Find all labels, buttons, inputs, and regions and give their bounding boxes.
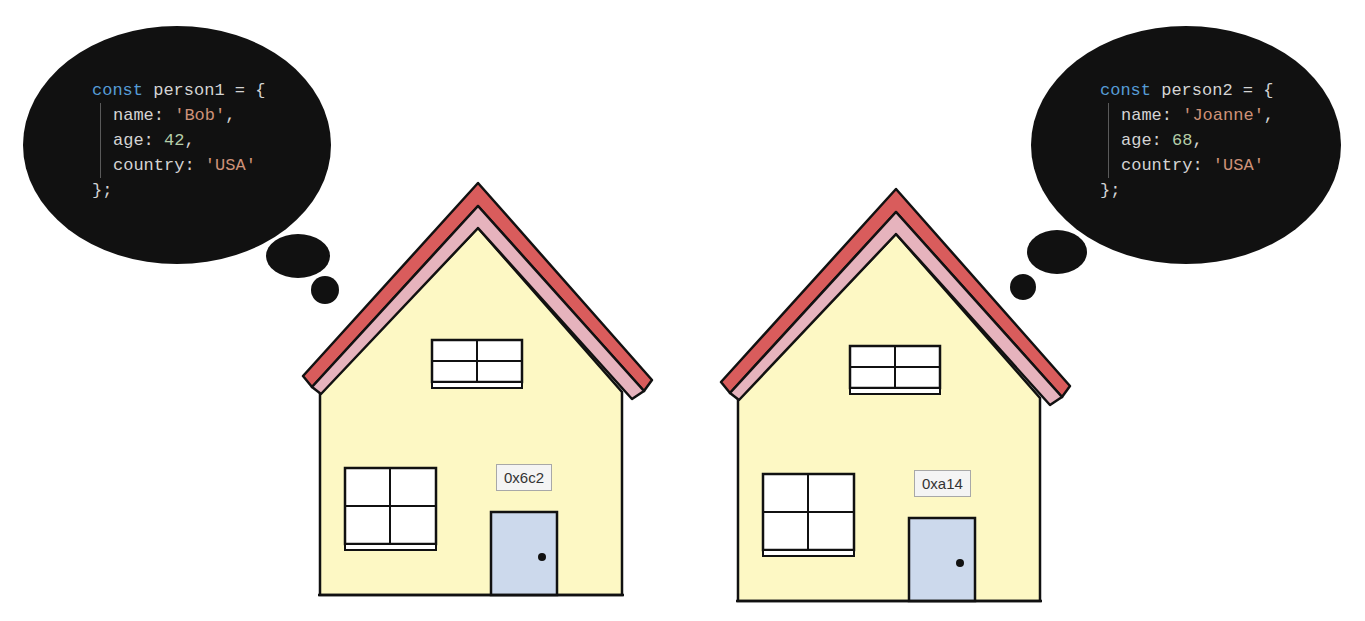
code-line: country: 'USA' <box>1108 153 1274 178</box>
code-line: }; <box>92 178 265 203</box>
code-line: }; <box>1100 178 1274 203</box>
code-line: const person1 = { <box>92 78 265 103</box>
keyword-token: const <box>1100 81 1151 100</box>
address-label: 0x6c2 <box>496 464 552 491</box>
code-line: age: 68, <box>1108 128 1274 153</box>
code-line: name: 'Bob', <box>100 103 265 128</box>
string-token: 'Joanne' <box>1182 106 1264 125</box>
bubble-shape <box>23 26 331 264</box>
thought-dot <box>266 234 330 278</box>
house-right <box>721 189 1070 601</box>
number-token: 42 <box>164 131 184 150</box>
code-block: const person2 = {name: 'Joanne',age: 68,… <box>1100 78 1274 203</box>
code-line: age: 42, <box>100 128 265 153</box>
address-label: 0xa14 <box>914 470 971 497</box>
thought-bubble: const person2 = {name: 'Joanne',age: 68,… <box>1030 25 1342 265</box>
string-token: 'Bob' <box>174 106 225 125</box>
thought-dot <box>1027 230 1087 274</box>
house-left <box>303 183 652 595</box>
bubble-shape <box>1031 26 1341 264</box>
thought-bubble: const person1 = {name: 'Bob',age: 42,cou… <box>22 25 332 265</box>
code-line: country: 'USA' <box>100 153 265 178</box>
thought-dot <box>1010 274 1036 300</box>
code-block: const person1 = {name: 'Bob',age: 42,cou… <box>92 78 265 203</box>
string-token: 'USA' <box>1213 156 1264 175</box>
thought-dot <box>311 276 339 304</box>
address-text: 0x6c2 <box>504 469 544 486</box>
string-token: 'USA' <box>205 156 256 175</box>
keyword-token: const <box>92 81 143 100</box>
code-line: const person2 = { <box>1100 78 1274 103</box>
address-text: 0xa14 <box>922 475 963 492</box>
code-line: name: 'Joanne', <box>1108 103 1274 128</box>
number-token: 68 <box>1172 131 1192 150</box>
